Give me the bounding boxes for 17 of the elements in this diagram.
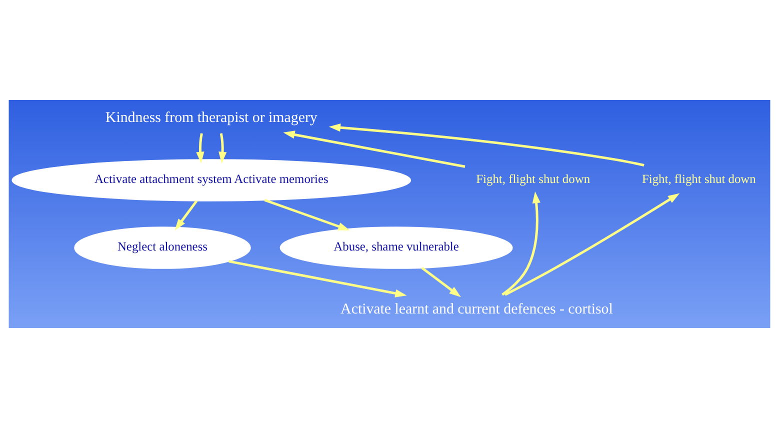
- node-text: Kindness from therapist or imagery: [105, 109, 318, 126]
- arrow: [421, 266, 461, 297]
- node-text: Activate learnt and current defences - cortisol: [340, 300, 613, 317]
- node-ellipse: Neglect aloneness: [74, 226, 251, 268]
- arrow: [228, 260, 407, 297]
- node-ellipse: Abuse, shame vulnerable: [280, 226, 513, 268]
- arrow: [264, 198, 350, 230]
- arrow: [283, 130, 466, 168]
- arrow: [502, 191, 540, 296]
- node-text: Fight, flight shut down: [476, 172, 590, 186]
- node-ellipse: Activate attachment system Activate memories: [12, 158, 412, 201]
- node-text: Fight, flight shut down: [642, 172, 756, 186]
- arrow: [174, 200, 198, 230]
- arrow: [504, 192, 680, 296]
- arrow: [328, 123, 644, 166]
- arrow: [218, 132, 227, 163]
- arrow: [196, 132, 204, 163]
